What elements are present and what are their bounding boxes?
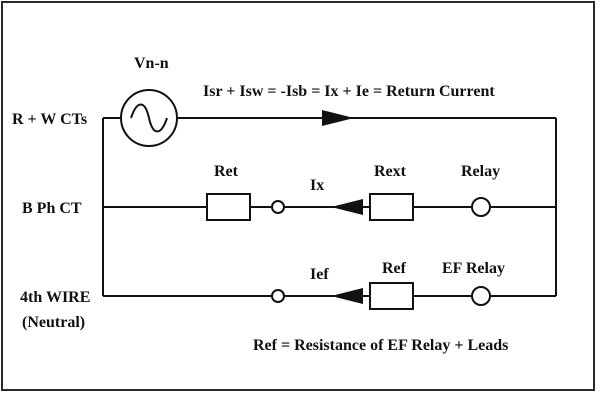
frame [1, 1, 595, 391]
source-label: Vn-n [134, 55, 169, 72]
rw-ct-label: R + W CTs [12, 111, 87, 128]
fourth-wire-label: 4th WIRE [20, 289, 90, 306]
relay-circle [471, 197, 491, 217]
mid-terminal [271, 200, 285, 214]
ef-relay-circle [471, 286, 491, 306]
ix-label: Ix [310, 177, 324, 194]
ret-label: Ret [214, 163, 239, 180]
ref-label: Ref [382, 260, 407, 277]
return-current-arrow [322, 110, 354, 126]
relay-label: Relay [461, 163, 500, 180]
ref-resistor [369, 282, 414, 310]
ref-note: Ref = Resistance of EF Relay + Leads [253, 337, 508, 354]
sine-wave-icon [130, 103, 168, 133]
rext-label: Rext [374, 163, 407, 180]
ret-resistor [206, 193, 251, 221]
b-ph-ct-label: B Ph CT [22, 200, 82, 217]
rext-resistor [369, 193, 414, 221]
ix-arrow [331, 199, 363, 215]
neutral-label: (Neutral) [22, 314, 85, 331]
ief-arrow [331, 288, 363, 304]
return-equation: Isr + Isw = -Isb = Ix + Ie = Return Curr… [203, 83, 495, 100]
bot-terminal [271, 289, 285, 303]
ef-relay-label: EF Relay [442, 260, 505, 277]
ief-label: Ief [310, 266, 329, 283]
